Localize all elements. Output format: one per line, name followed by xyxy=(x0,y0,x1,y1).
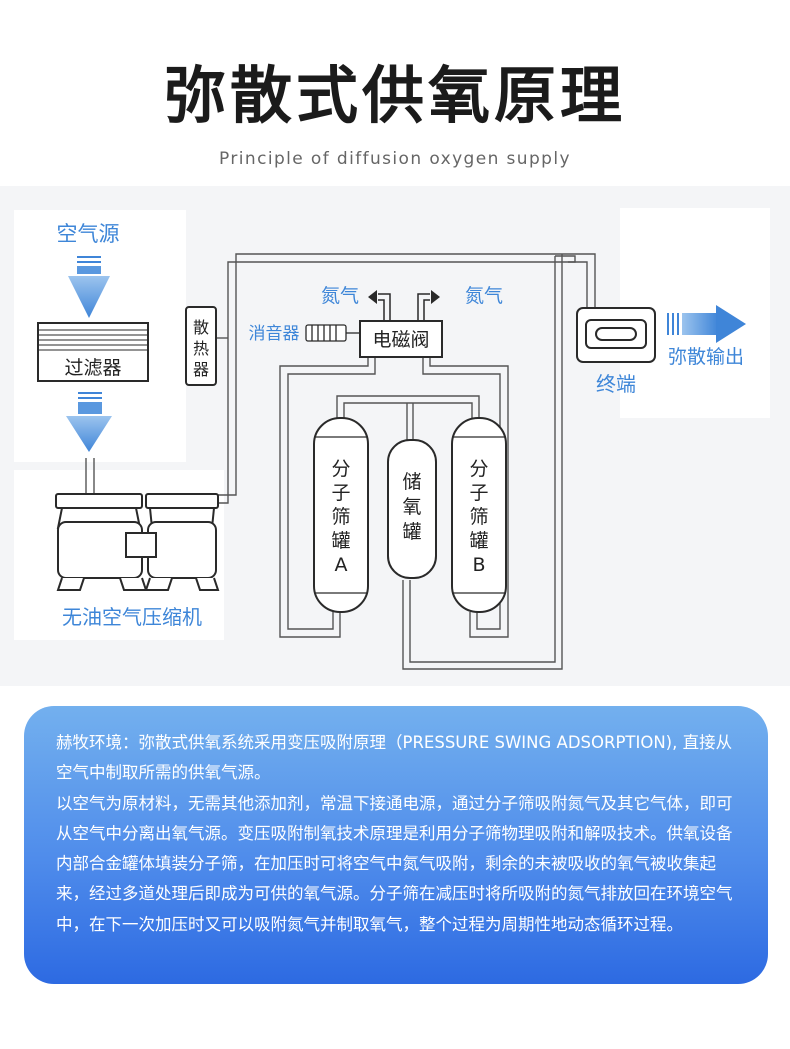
output-arrow xyxy=(667,305,746,343)
arrow-down-2 xyxy=(66,392,112,452)
oxygen-storage-tank: 储 氧 罐 xyxy=(387,439,437,579)
svg-text:罐: 罐 xyxy=(402,521,421,543)
page-title: 弥散式供氧原理 xyxy=(163,59,626,132)
svg-text:氧: 氧 xyxy=(402,496,421,518)
solenoid-valve: 电磁阀 xyxy=(359,320,443,358)
output-label: 弥散输出 xyxy=(668,346,744,368)
compressor xyxy=(55,493,220,591)
sieve-tank-b: 分 子 筛 罐 B xyxy=(451,417,507,613)
svg-text:分: 分 xyxy=(469,458,488,480)
exhaust-pipes xyxy=(378,293,430,321)
description-card xyxy=(24,706,768,984)
arrow-down-1 xyxy=(68,256,110,318)
air-source-label: 空气源 xyxy=(57,222,120,246)
muffler-label: 消音器 xyxy=(249,324,300,344)
muffler xyxy=(305,324,360,342)
exhaust-arrow-left xyxy=(368,290,377,304)
svg-text:B: B xyxy=(472,554,485,576)
svg-text:A: A xyxy=(335,554,348,576)
filter: 过滤器 xyxy=(37,322,149,382)
description-paragraph-2: 以空气为原材料，无需其他添加剂，常温下接通电源，通过分子筛吸附氮气及其它气体，即… xyxy=(56,793,733,934)
svg-text:筛: 筛 xyxy=(469,506,488,528)
page-subtitle: Principle of diffusion oxygen supply xyxy=(219,149,571,169)
filter-label: 过滤器 xyxy=(64,357,121,379)
svg-text:子: 子 xyxy=(469,482,488,504)
svg-text:分: 分 xyxy=(331,458,350,480)
radiator-label-2: 热 xyxy=(193,339,209,358)
pipes xyxy=(85,253,596,670)
svg-text:筛: 筛 xyxy=(331,506,350,528)
radiator-label-1: 散 xyxy=(193,318,209,337)
svg-text:储: 储 xyxy=(402,471,421,493)
svg-text:罐: 罐 xyxy=(331,530,350,552)
oxygen-supply-diagram: 空气源 过滤器 散 热 器 xyxy=(14,208,770,670)
terminal-label: 终端 xyxy=(596,372,636,396)
svg-text:子: 子 xyxy=(331,482,350,504)
description-paragraph-1: 赫牧环境：弥散式供氧系统采用变压吸附原理（PRESSURE SWING ADSO… xyxy=(56,733,733,783)
exhaust-arrow-right xyxy=(431,290,440,304)
radiator: 散 热 器 xyxy=(185,306,217,386)
nitrogen-left-label: 氮气 xyxy=(321,285,359,307)
radiator-label-3: 器 xyxy=(193,360,209,379)
compressor-label: 无油空气压缩机 xyxy=(62,605,202,629)
terminal-device xyxy=(576,307,656,363)
solenoid-valve-label: 电磁阀 xyxy=(372,329,429,351)
sieve-tank-a: 分 子 筛 罐 A xyxy=(313,417,369,613)
description-text: 赫牧环境：弥散式供氧系统采用变压吸附原理（PRESSURE SWING ADSO… xyxy=(56,728,746,940)
nitrogen-right-label: 氮气 xyxy=(465,285,503,307)
svg-text:罐: 罐 xyxy=(469,530,488,552)
